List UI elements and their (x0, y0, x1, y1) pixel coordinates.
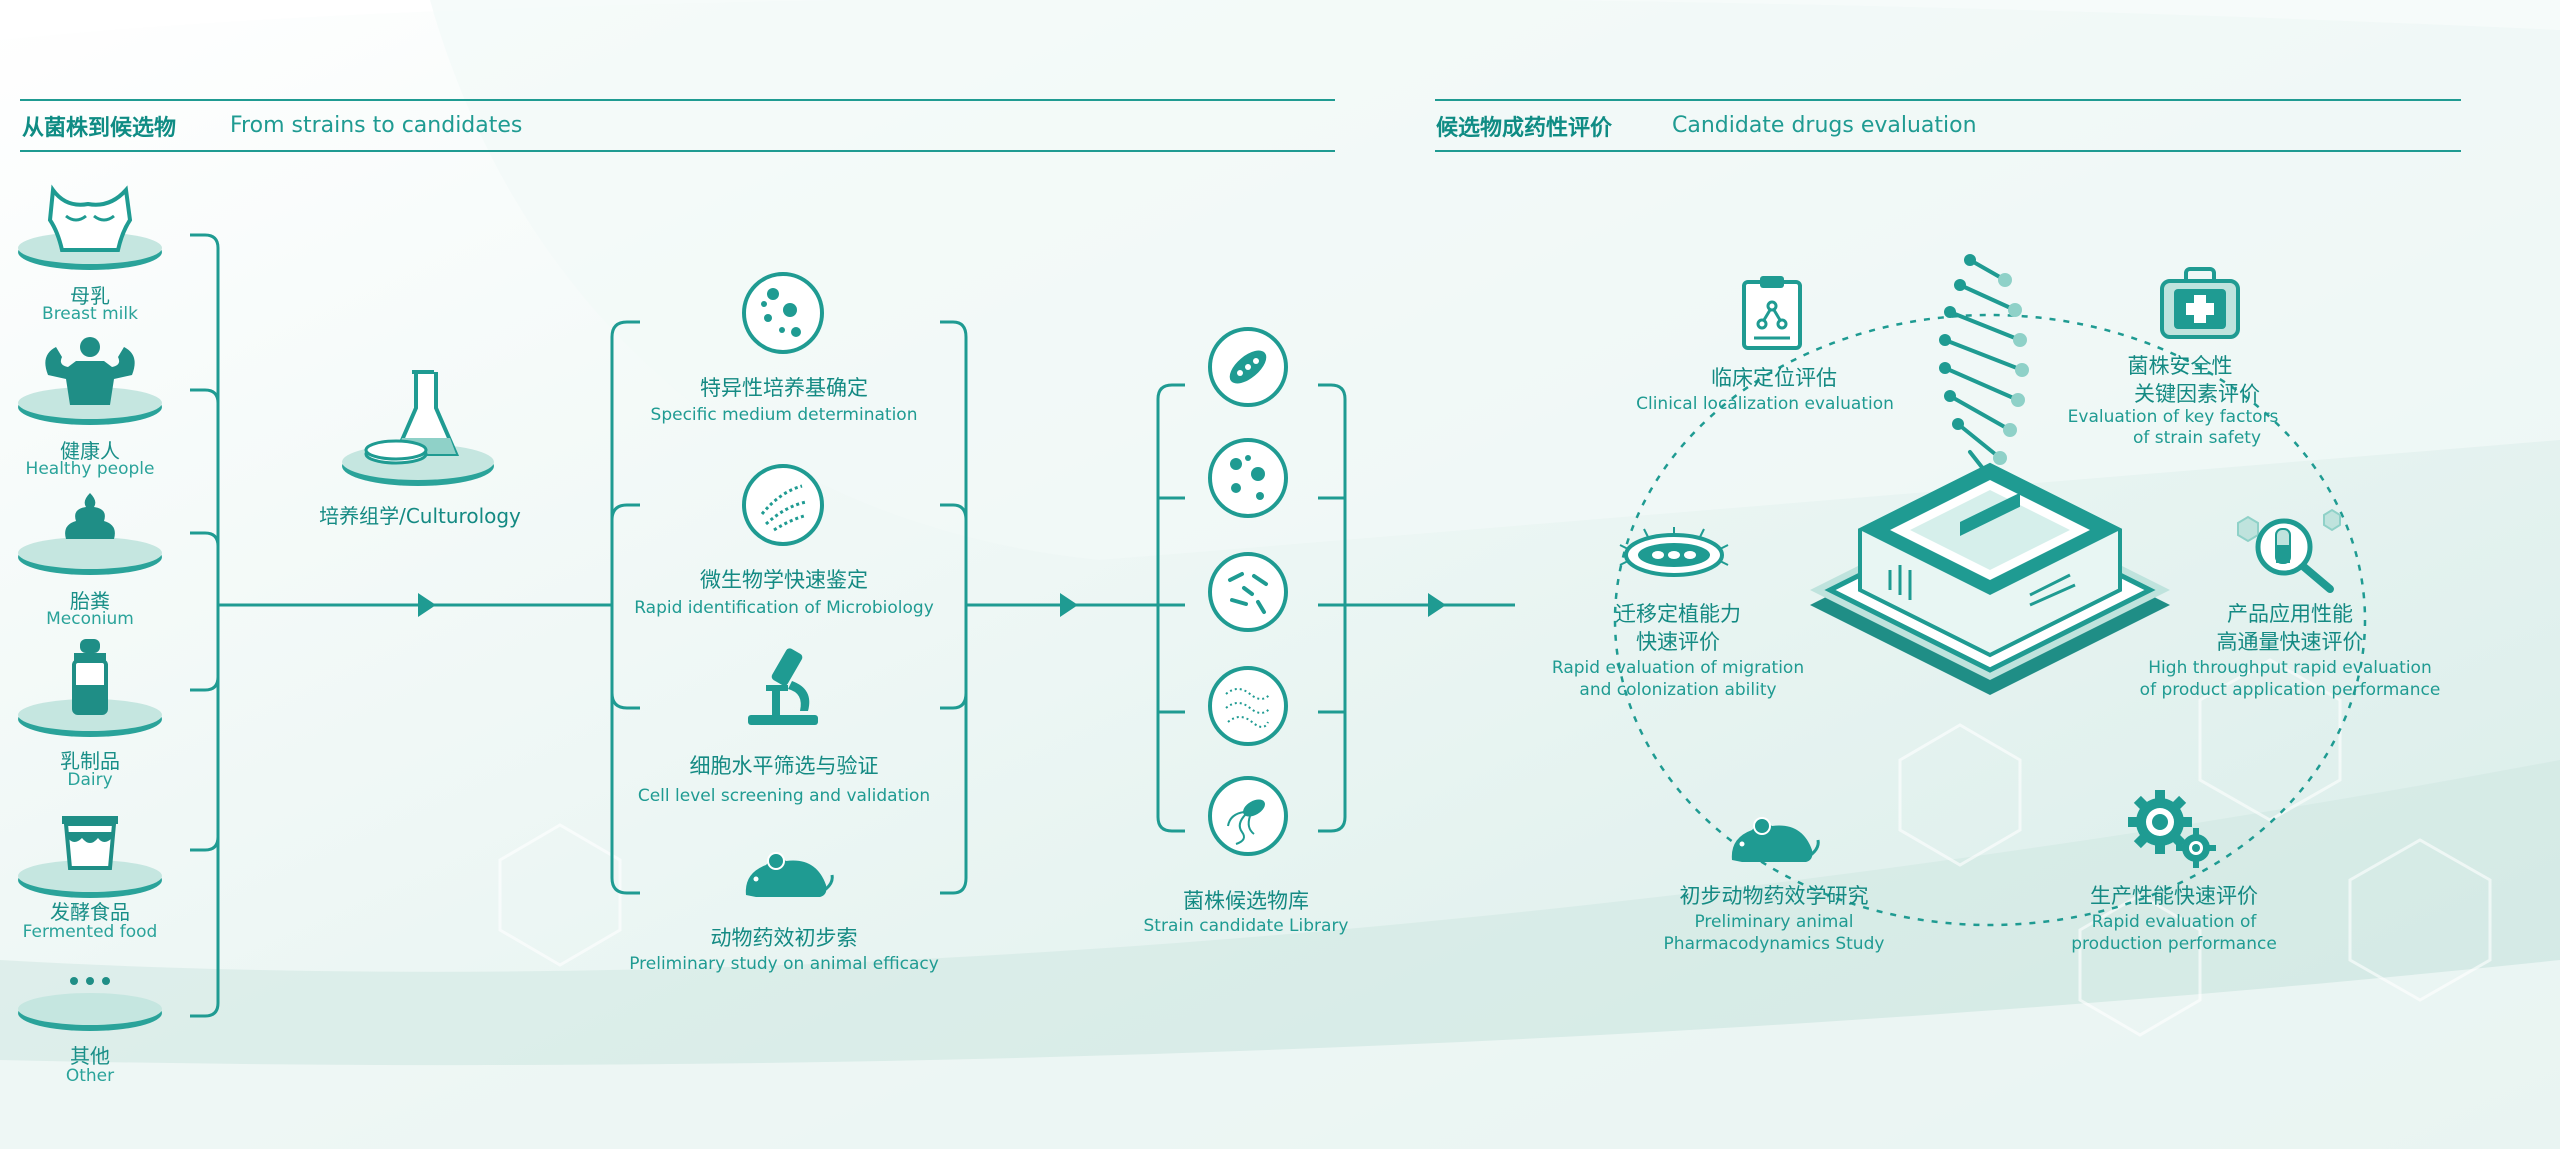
milk-bottle-icon (18, 639, 162, 737)
right-header-top-rule (1435, 99, 2461, 101)
migrating-bacterium-icon (1619, 527, 1729, 577)
source-label-en: Other (65, 1066, 115, 1086)
evaluation-label-en: Rapid evaluation of migration (1551, 658, 1805, 678)
method-label-en: Specific medium determination (650, 405, 918, 425)
source-label-en: Fermented food (22, 922, 158, 942)
source-label-zh: 发酵食品 (50, 900, 130, 924)
evaluation-label-zh: 产品应用性能 (2227, 602, 2353, 626)
evaluation-label-zh2: 关键因素评价 (2134, 382, 2260, 406)
flagella-icon (1208, 776, 1288, 856)
right-header-title: 候选物成药性评价 (1436, 116, 1613, 141)
mouse-icon (745, 852, 834, 897)
evaluation-label-en2: of strain safety (2132, 428, 2262, 448)
dna-helix-icon (1939, 254, 2029, 482)
evaluation-label-en2: Pharmacodynamics Study (1663, 934, 1885, 954)
evaluation-label-en: Evaluation of key factors (2067, 407, 2279, 427)
evaluation-platform-illustration (1810, 254, 2170, 695)
source-label-zh: 胎粪 (70, 589, 110, 613)
source-label-en: Dairy (67, 770, 113, 790)
meconium-icon (18, 493, 162, 575)
spiral-icon (1208, 666, 1288, 746)
library-label-zh: 菌株候选物库 (1183, 889, 1309, 913)
mouse-icon (1731, 817, 1820, 862)
evaluation-label-en2: production performance (2071, 934, 2277, 954)
library-label-en: Strain candidate Library (1143, 916, 1349, 936)
source-label-en: Healthy people (25, 459, 155, 479)
method-label-zh: 特异性培养基确定 (700, 376, 868, 400)
evaluation-label-en: Clinical localization evaluation (1636, 394, 1894, 414)
cocci-icon (1208, 438, 1288, 518)
medical-kit-icon (2160, 267, 2240, 339)
gears-icon (2128, 790, 2216, 868)
method-label-zh: 细胞水平筛选与验证 (689, 754, 879, 778)
source-label-zh: 其他 (70, 1044, 110, 1068)
source-label-zh: 母乳 (70, 284, 110, 308)
left-header-top-rule (20, 99, 1335, 101)
left-header-subtitle: From strains to candidates (230, 113, 523, 138)
evaluation-label-en2: of product application performance (2139, 680, 2441, 700)
source-label-zh: 乳制品 (60, 749, 120, 773)
evaluation-label-zh: 生产性能快速评价 (2090, 884, 2258, 908)
source-label-zh: 健康人 (60, 439, 120, 463)
bacillus-icon (1208, 327, 1288, 407)
clipboard-icon (1742, 276, 1802, 350)
evaluation-label-zh: 临床定位评估 (1711, 366, 1837, 390)
left-header-bottom-rule (20, 150, 1335, 152)
method-label-en: Cell level screening and validation (637, 786, 931, 806)
evaluation-label-zh: 迁移定植能力 (1615, 602, 1741, 626)
evaluation-label-zh2: 高通量快速评价 (2216, 630, 2364, 654)
method-label-en: Rapid identification of Microbiology (634, 598, 934, 618)
healthy-person-icon (18, 337, 162, 425)
right-header-subtitle: Candidate drugs evaluation (1672, 113, 1977, 138)
source-label-en: Meconium (46, 609, 134, 629)
microbe-dish-icon (742, 464, 824, 546)
culturology-label: 培养组学/Culturology (319, 504, 521, 528)
breast-icon (18, 184, 162, 270)
fermented-cup-icon (18, 816, 162, 898)
rods-icon (1208, 552, 1288, 632)
flask-petri-icon (342, 370, 494, 486)
right-header-bottom-rule (1435, 150, 2461, 152)
method-label-en: Preliminary study on animal efficacy (629, 954, 939, 974)
source-label-en: Breast milk (42, 304, 138, 324)
ellipsis-icon (18, 977, 162, 1031)
bacteria-dish-icon (742, 272, 824, 354)
magnifier-molecule-icon (2237, 508, 2341, 593)
evaluation-label-en: High throughput rapid evaluation (2148, 658, 2432, 678)
evaluation-label-en2: and colonization ability (1579, 680, 1777, 700)
evaluation-label-en: Preliminary animal (1694, 912, 1854, 932)
evaluation-label-zh: 初步动物药效学研究 (1679, 884, 1869, 908)
method-label-zh: 动物药效初步索 (710, 926, 858, 950)
evaluation-label-zh: 菌株安全性 (2127, 354, 2233, 378)
left-header-title: 从菌株到候选物 (22, 116, 177, 141)
microscope-icon (748, 648, 818, 725)
evaluation-label-en: Rapid evaluation of (2091, 912, 2257, 932)
method-label-zh: 微生物学快速鉴定 (700, 568, 868, 592)
evaluation-label-zh2: 快速评价 (1636, 630, 1720, 654)
